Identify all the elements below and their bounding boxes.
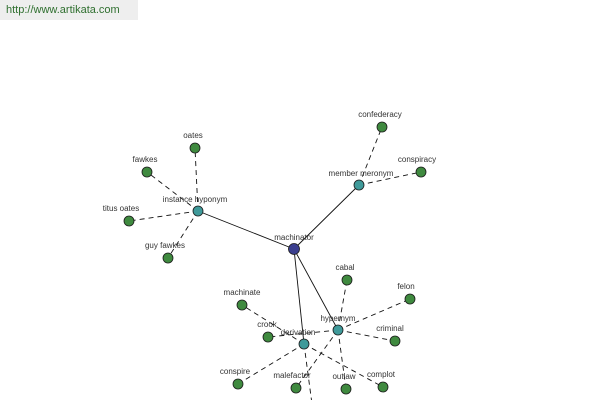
node-titus-oates[interactable] [123, 215, 135, 227]
node-fawkes[interactable] [141, 166, 153, 178]
node-conspiracy[interactable] [415, 166, 427, 178]
node-member-meronym[interactable] [353, 179, 365, 191]
node-hypernym[interactable] [332, 324, 344, 336]
edge-derivation-off_bottom [303, 343, 312, 400]
node-label-machinator: machinator [274, 233, 314, 242]
edge-hypernym-felon [337, 298, 411, 331]
edge-machinator-hypernym [293, 248, 339, 331]
node-label-confederacy: confederacy [358, 110, 402, 119]
edges-layer [128, 126, 422, 400]
node-label-fawkes: fawkes [133, 155, 158, 164]
node-label-oates: oates [183, 131, 203, 140]
node-label-malefactor: malefactor [273, 371, 311, 380]
node-oates[interactable] [189, 142, 201, 154]
node-label-outlaw: outlaw [332, 372, 355, 381]
node-label-machinate: machinate [224, 288, 261, 297]
nodes-layer [123, 121, 427, 395]
edge-member_meronym-confederacy [358, 126, 383, 186]
edge-derivation-complot [303, 343, 384, 388]
node-confederacy[interactable] [376, 121, 388, 133]
node-label-derivation: derivation [281, 328, 316, 337]
node-guy-fawkes[interactable] [162, 252, 174, 264]
edge-hypernym-crook [267, 329, 339, 338]
node-label-crook: crook [257, 320, 278, 329]
node-label-cabal: cabal [335, 263, 354, 272]
node-crook[interactable] [262, 331, 274, 343]
node-machinator[interactable] [288, 243, 300, 255]
node-label-felon: felon [397, 282, 414, 291]
site-url-link[interactable]: http://www.artikata.com [6, 4, 120, 16]
edge-machinator-member_meronym [293, 184, 360, 250]
edge-hypernym-criminal [337, 329, 396, 342]
edge-hypernym-outlaw [337, 329, 347, 390]
node-label-complot: complot [367, 370, 396, 379]
edge-instance_hyponym-guy_fawkes [167, 210, 199, 259]
node-outlaw[interactable] [340, 383, 352, 395]
node-felon[interactable] [404, 293, 416, 305]
edge-instance_hyponym-oates [194, 147, 199, 212]
edge-machinator-instance_hyponym [197, 210, 295, 250]
node-label-hypernym: hypernym [320, 314, 355, 323]
site-banner: http://www.artikata.com [0, 0, 138, 20]
node-label-member-meronym: member meronym [329, 169, 394, 178]
node-conspire[interactable] [232, 378, 244, 390]
edge-instance_hyponym-titus_oates [128, 210, 199, 222]
edge-instance_hyponym-fawkes [146, 171, 199, 212]
node-label-guy-fawkes: guy fawkes [145, 241, 185, 250]
node-label-titus-oates: titus oates [103, 204, 139, 213]
edge-hypernym-malefactor [295, 329, 339, 389]
labels-layer: machinator instance hyponym member meronym… [103, 110, 436, 381]
node-derivation[interactable] [298, 338, 310, 350]
edge-derivation-machinate [241, 304, 305, 345]
node-label-conspiracy: conspiracy [398, 155, 436, 164]
node-instance-hyponym[interactable] [192, 205, 204, 217]
node-cabal[interactable] [341, 274, 353, 286]
edge-member_meronym-conspiracy [358, 171, 422, 186]
node-label-conspire: conspire [220, 367, 251, 376]
node-label-instance-hyponym: instance hyponym [163, 195, 228, 204]
edge-derivation-conspire [237, 343, 305, 385]
node-malefactor[interactable] [290, 382, 302, 394]
node-machinate[interactable] [236, 299, 248, 311]
node-complot[interactable] [377, 381, 389, 393]
node-label-criminal: criminal [376, 324, 404, 333]
node-criminal[interactable] [389, 335, 401, 347]
edge-machinator-derivation [293, 248, 305, 345]
